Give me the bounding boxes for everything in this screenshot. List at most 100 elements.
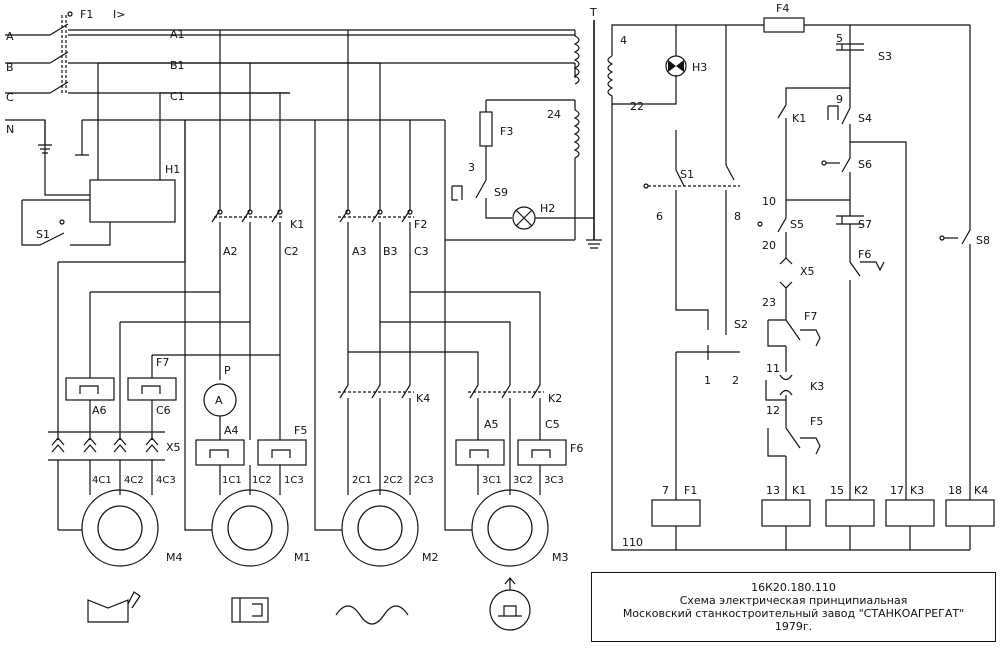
supply-lines: A B C N F1 I> A1 B1 C1 T <box>5 6 597 240</box>
phase-c-label: C <box>6 91 14 104</box>
a2-label: A2 <box>223 245 238 258</box>
k1-power-label: K1 <box>290 218 304 231</box>
control-circuit: 110 F4 5 S3 9 K1 S4 S6 10 S5 S7 20 F6 <box>611 2 990 551</box>
m3-label: M3 <box>552 551 569 564</box>
s5-label: S5 <box>790 218 804 231</box>
coil-k4 <box>945 499 995 527</box>
n22-label: 22 <box>630 100 644 113</box>
pictograms <box>87 577 531 631</box>
coil-k3-name: K3 <box>910 484 924 497</box>
coil-k2-num: 15 <box>830 484 844 497</box>
m4-label: M4 <box>166 551 183 564</box>
m2-label: M2 <box>422 551 439 564</box>
f7-power-label: F7 <box>156 356 169 369</box>
coils: 7 F1 13 K1 15 K2 17 K3 18 K4 <box>651 484 995 550</box>
motor-m3-icon <box>471 489 549 567</box>
n11-label: 11 <box>766 362 780 375</box>
x5-power-label: X5 <box>166 441 181 454</box>
coil-f1 <box>651 499 701 527</box>
c2-label: C2 <box>284 245 299 258</box>
f5-contact-label: F5 <box>810 415 823 428</box>
contactors-f2-k4-k2: F2 A3 B3 C3 K4 K2 A5 C5 F6 <box>338 30 583 495</box>
n4-label: 4 <box>620 34 627 47</box>
f7-contact-label: F7 <box>804 310 817 323</box>
m2-term-2: 2C2 <box>383 475 403 486</box>
coil-f1-name: F1 <box>684 484 697 497</box>
b3-label: B3 <box>383 245 398 258</box>
n23-label: 23 <box>762 296 776 309</box>
k2-label: K2 <box>548 392 562 405</box>
motor-m1-icon <box>211 489 289 567</box>
title-line2: Московский станкостроительный завод "СТА… <box>622 607 965 620</box>
transformer-label: T <box>589 6 597 19</box>
a6-label: A6 <box>92 404 107 417</box>
f2-label: F2 <box>414 218 427 231</box>
m2-term-3: 2C3 <box>414 475 434 486</box>
title-year: 1979г. <box>774 620 813 633</box>
n10-label: 10 <box>762 195 776 208</box>
a5-label: A5 <box>484 418 499 431</box>
contactor-k1: K1 A2 C2 A P A4 F5 <box>195 30 307 495</box>
s7-label: S7 <box>858 218 872 231</box>
a4-label: A4 <box>224 424 239 437</box>
title-block: 16К20.180.110 Схема электрическая принци… <box>591 572 996 642</box>
coolant-pump-icon <box>87 591 141 623</box>
phase-n-label: N <box>6 123 14 136</box>
coil-k3-num: 17 <box>890 484 904 497</box>
n24-label: 24 <box>547 108 561 121</box>
m2-term-1: 2C1 <box>352 475 372 486</box>
chuck-icon <box>231 597 269 623</box>
s1-control-label: S1 <box>680 168 694 181</box>
coil-f1-num: 7 <box>662 484 669 497</box>
c6-label: C6 <box>156 404 171 417</box>
s4-label: S4 <box>858 112 872 125</box>
n110-label: 110 <box>622 536 643 549</box>
coil-k4-name: K4 <box>974 484 988 497</box>
coil-k2 <box>825 499 875 527</box>
s8-label: S8 <box>976 234 990 247</box>
n5-label: 5 <box>836 32 843 45</box>
m4-term-2: 4C2 <box>124 475 144 486</box>
m3-term-1: 3C1 <box>482 475 502 486</box>
m4-term-3: 4C3 <box>156 475 176 486</box>
feed-wave-icon <box>335 605 409 625</box>
phase-b-label: B <box>6 61 14 74</box>
motor-m4-icon <box>81 489 159 567</box>
f5-label: F5 <box>294 424 307 437</box>
title-line1: Схема электрическая принципиальная <box>679 594 908 607</box>
h2-label: H2 <box>540 202 555 215</box>
f4-label: F4 <box>776 2 789 15</box>
n20-label: 20 <box>762 239 776 252</box>
n3-label: 3 <box>468 161 475 174</box>
fuse-f3 <box>479 111 493 147</box>
n8-label: 8 <box>734 210 741 223</box>
transformer-secondary: F3 24 3 S9 H2 4 22 H3 <box>445 24 707 249</box>
coil-k1-name: K1 <box>792 484 806 497</box>
p-label: P <box>224 364 231 377</box>
k3-contact-label: K3 <box>810 380 824 393</box>
h1-box <box>89 179 176 223</box>
k4-label: K4 <box>416 392 430 405</box>
m3-term-2: 3C2 <box>513 475 533 486</box>
breaker-f1-label: F1 <box>80 8 93 21</box>
coil-k4-num: 18 <box>948 484 962 497</box>
h1-label: H1 <box>165 163 180 176</box>
m1-term-2: 1C2 <box>252 475 272 486</box>
busbar-b1-label: B1 <box>170 59 185 72</box>
m1-term-1: 1C1 <box>222 475 242 486</box>
n6-label: 6 <box>656 210 663 223</box>
motors: M4 M1 M2 M3 <box>58 120 569 567</box>
coil-k1 <box>761 499 811 527</box>
phase-a-label: A <box>6 30 14 43</box>
m3-term-3: 3C3 <box>544 475 564 486</box>
s6-label: S6 <box>858 158 872 171</box>
a3-label: A3 <box>352 245 367 258</box>
coil-k3 <box>885 499 935 527</box>
h1-block: H1 S1 <box>21 63 180 246</box>
ammeter-label: A <box>215 394 223 407</box>
s3-label: S3 <box>878 50 892 63</box>
hydraulic-icon <box>489 577 531 631</box>
fuse-f4 <box>763 17 805 33</box>
